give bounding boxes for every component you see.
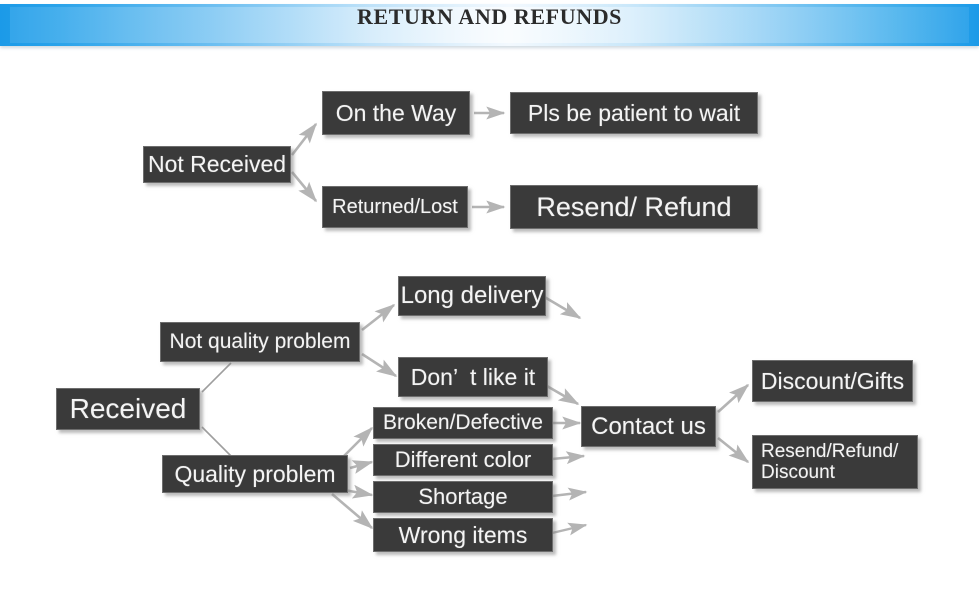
node-resend-refund[interactable]: Resend/ Refund [510,185,758,229]
arrow-not-received-to-returned-lost [290,171,318,203]
node-dont-like-it[interactable]: Don’ t like it [398,357,548,397]
node-quality-problem[interactable]: Quality problem [162,455,348,493]
arrow-wrong-items-to-contact-us [551,522,588,536]
node-broken-defective[interactable]: Broken/Defective [373,407,553,439]
node-different-color[interactable]: Different color [373,444,553,476]
node-resend-refund-discount[interactable]: Resend/Refund/ Discount [752,435,918,489]
arrow-contact-us-to-resend-refund-discount [717,436,750,464]
line-received-to-quality-problem [201,426,233,458]
arrow-shortage-to-contact-us [551,487,588,501]
node-not-quality-problem[interactable]: Not quality problem [160,322,360,362]
node-long-delivery[interactable]: Long delivery [398,276,546,316]
arrow-contact-us-to-discount-gifts [717,383,750,413]
arrow-quality-to-different-color [349,460,374,474]
node-not-received[interactable]: Not Received [143,146,291,183]
arrow-quality-to-wrong-items [331,493,374,530]
node-returned-lost[interactable]: Returned/Lost [322,186,468,228]
header-banner [0,4,979,46]
arrow-not-quality-to-dont-like-it [361,352,398,378]
node-discount-gifts[interactable]: Discount/Gifts [752,360,913,402]
line-received-to-not-quality-problem [201,362,232,393]
node-contact-us[interactable]: Contact us [581,406,716,447]
arrow-different-color-to-contact-us [551,451,586,465]
arrow-not-received-to-on-the-way [290,122,318,156]
node-pls-be-patient-to-wait[interactable]: Pls be patient to wait [510,92,758,134]
node-on-the-way[interactable]: On the Way [322,91,470,135]
node-wrong-items[interactable]: Wrong items [373,518,553,552]
page-title: RETURN AND REFUNDS [356,4,623,29]
node-received[interactable]: Received [56,388,200,430]
arrow-quality-to-shortage [343,484,374,499]
header-gloss [10,7,969,43]
arrow-not-quality-to-long-delivery [361,303,396,332]
node-shortage[interactable]: Shortage [373,481,553,513]
